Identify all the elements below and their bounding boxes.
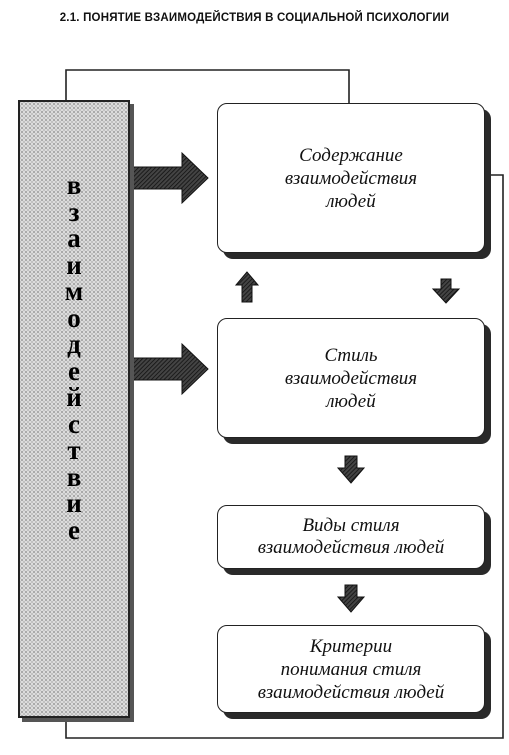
arrow-down-to-criteria: [336, 584, 366, 613]
vertical-letter: й: [66, 382, 82, 412]
vertical-letter: е: [68, 355, 80, 386]
vertical-letter: е: [68, 514, 80, 545]
arrow-right-to-style: [123, 342, 209, 396]
interaction-vertical-bar: в з а и м о д е й с т в и е: [18, 100, 130, 718]
style-types-box: Виды стиля взаимодействия людей: [217, 505, 485, 569]
vertical-letter: с: [68, 408, 80, 439]
arrow-down-to-types: [336, 455, 366, 484]
vertical-letter: и: [66, 488, 82, 518]
vertical-letter: а: [67, 223, 81, 253]
feedback-line-top: [65, 69, 350, 103]
arrow-down-to-style: [431, 278, 461, 304]
arrow-right-to-content: [123, 151, 209, 205]
style-box: Стиль взаимодействия людей: [217, 318, 485, 438]
page-title: 2.1. ПОНЯТИЕ ВЗАИМОДЕЙСТВИЯ В СОЦИАЛЬНОЙ…: [59, 12, 450, 24]
content-box-label: Содержание взаимодействия людей: [284, 144, 418, 212]
vertical-letter: в: [66, 461, 82, 492]
style-types-box-label: Виды стиля взаимодействия людей: [257, 515, 445, 558]
vertical-letter: м: [64, 276, 84, 306]
arrow-up-to-content: [234, 271, 260, 303]
feedback-line-right: [65, 174, 504, 739]
vertical-letter: и: [66, 249, 82, 280]
criteria-box-label: Критерии понимания стиля взаимодействия …: [257, 635, 445, 703]
criteria-box: Критерии понимания стиля взаимодействия …: [217, 625, 485, 713]
vertical-letter: в: [66, 170, 82, 200]
vertical-word: в з а и м о д е й с т в и е: [20, 172, 128, 543]
vertical-letter: з: [68, 196, 80, 227]
content-box: Содержание взаимодействия людей: [217, 103, 485, 253]
vertical-letter: т: [67, 435, 81, 465]
style-box-label: Стиль взаимодействия людей: [284, 344, 418, 412]
vertical-letter: д: [67, 329, 81, 359]
vertical-letter: о: [67, 302, 81, 333]
